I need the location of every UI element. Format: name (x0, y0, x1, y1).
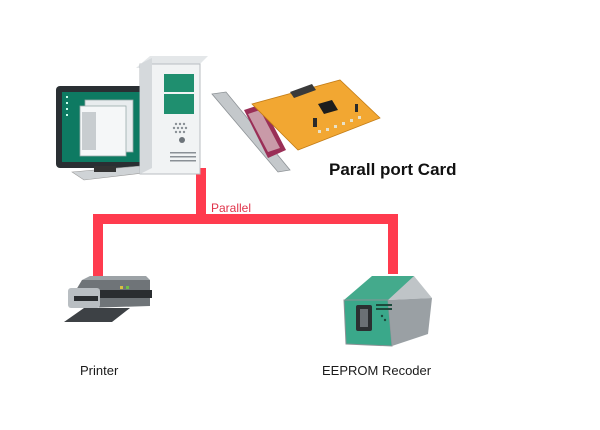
wire-vertical-computer (196, 168, 206, 220)
card-label: Parall port Card (329, 160, 457, 179)
eeprom-recorder-icon (343, 276, 432, 347)
parallel-port-card-icon (211, 79, 381, 173)
parallel-wire (93, 168, 398, 282)
wire-horizontal-bus (93, 214, 398, 224)
printer-icon (64, 276, 152, 322)
power-button-icon (179, 137, 185, 143)
wire-drop-printer (93, 214, 103, 282)
wire-drop-eeprom (388, 214, 398, 274)
eeprom-recorder-label: EEPROM Recoder (322, 363, 432, 378)
printer-label: Printer (80, 363, 119, 378)
computer-tower-icon (136, 56, 208, 175)
parallel-connection-label: Parallel (211, 201, 252, 215)
